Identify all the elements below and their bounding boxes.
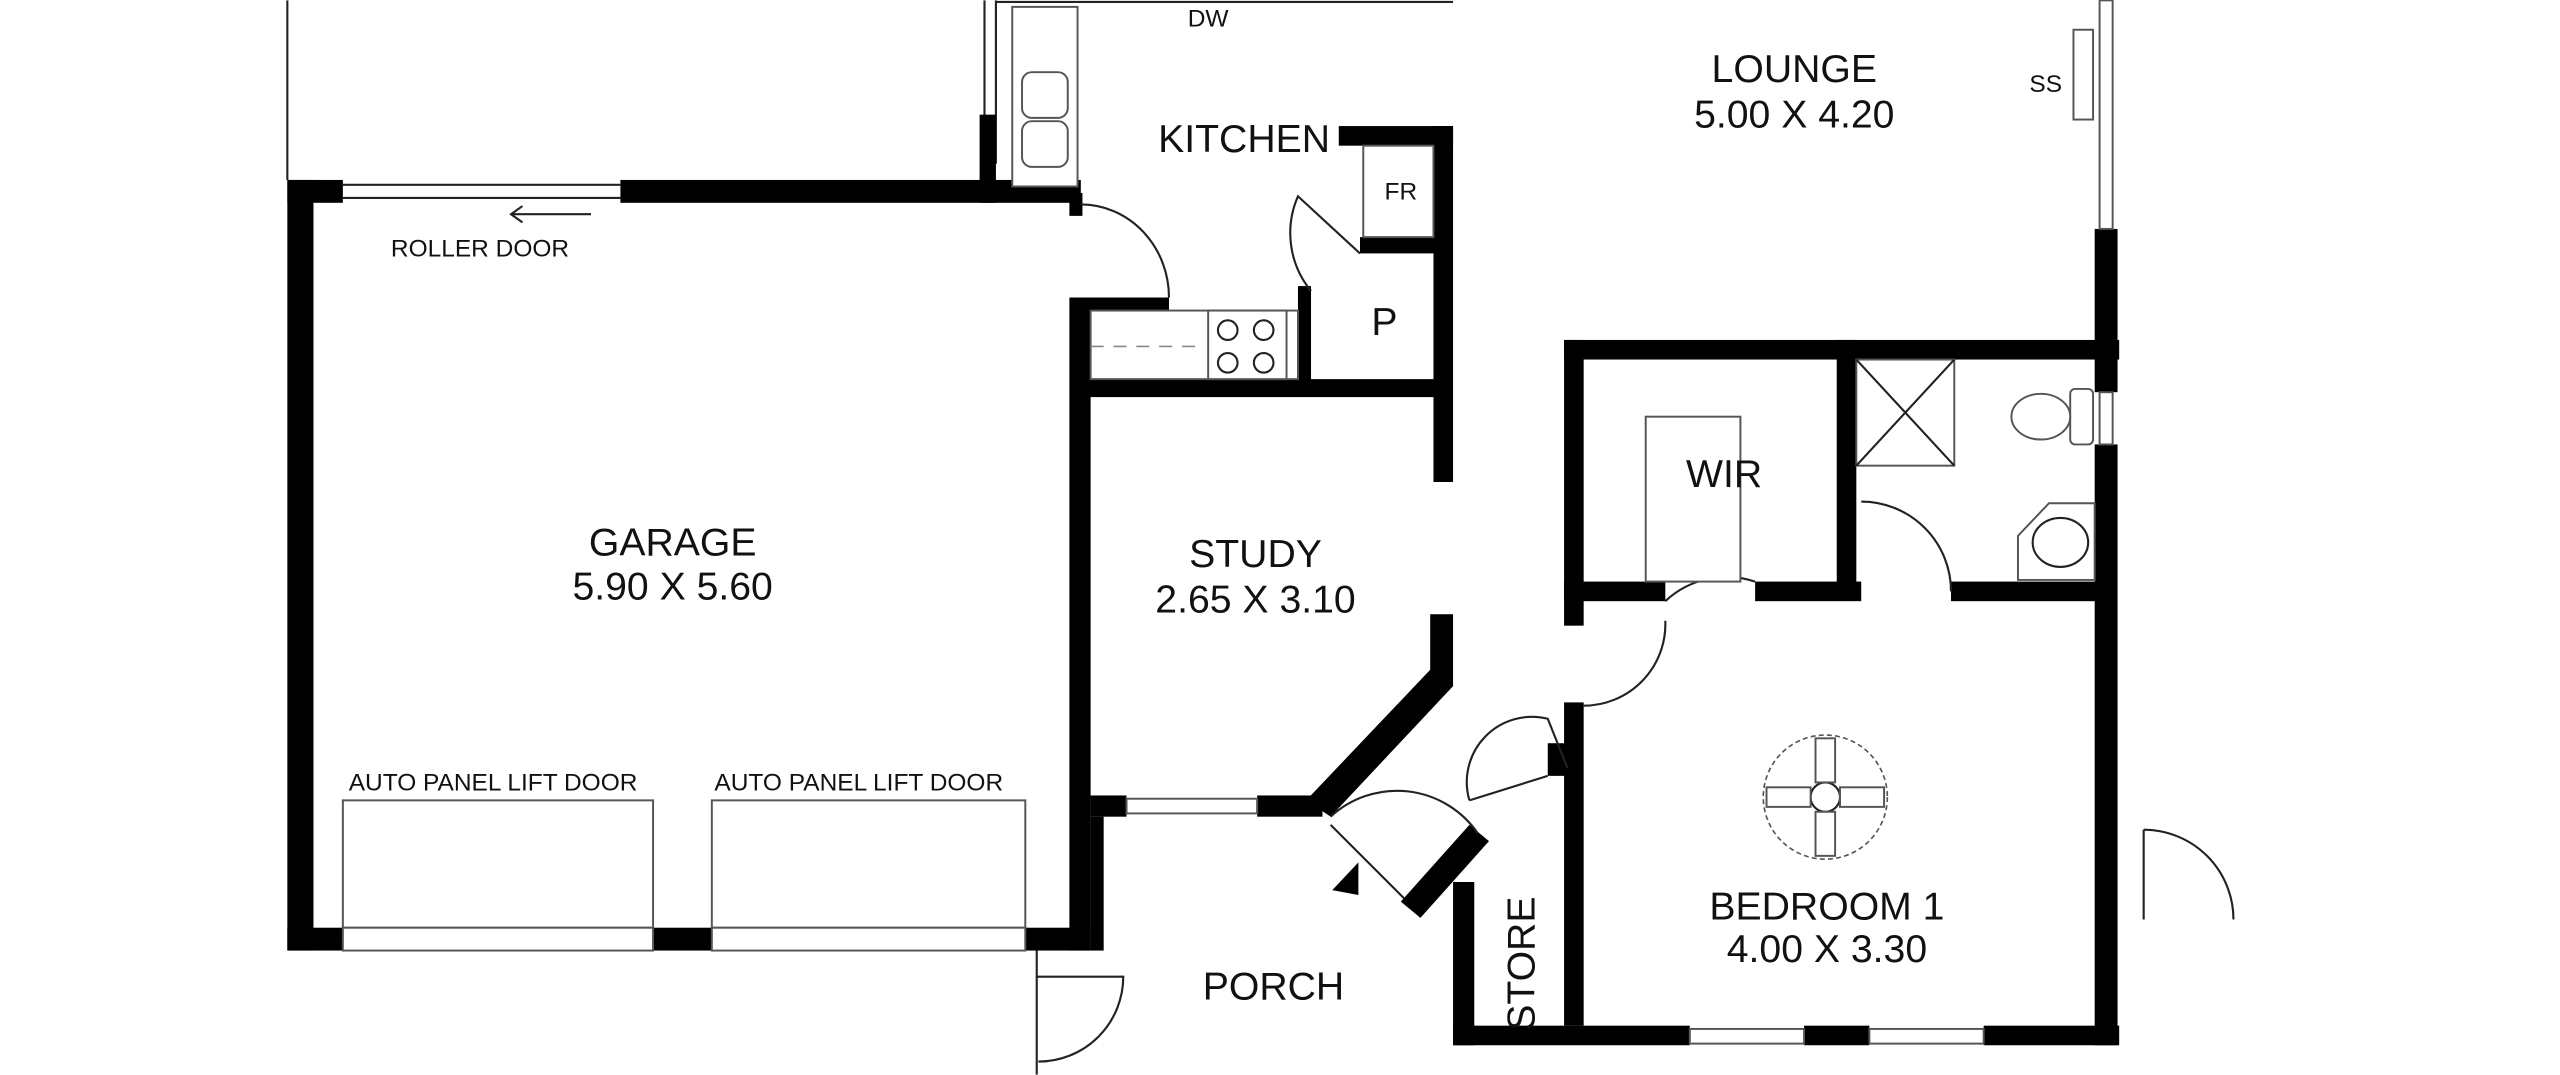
room-name-kitchen: KITCHEN <box>1158 118 1330 161</box>
fridge-space <box>1362 144 1435 239</box>
room-name-store: STORE <box>1501 897 1544 1031</box>
label-lift-door-1: AUTO PANEL LIFT DOOR <box>349 770 638 797</box>
room-size-lounge: 5.00 X 4.20 <box>1694 94 1894 137</box>
label-fridge: FR <box>1385 179 1418 206</box>
label-slow-combustion-stove: SS <box>2029 71 2062 98</box>
door-swings[interactable] <box>1035 194 2235 1075</box>
room-size-garage: 5.90 X 5.60 <box>572 566 772 609</box>
room-size-bedroom1: 4.00 X 3.30 <box>1727 928 1927 971</box>
kitchen-bench <box>1089 309 1299 381</box>
wardrobe-shelf <box>1644 415 1742 583</box>
walls <box>287 114 2120 1046</box>
label-roller-door: ROLLER DOOR <box>391 236 569 263</box>
room-name-pantry: P <box>1371 301 1397 344</box>
ceiling-fan-icon <box>1762 734 1889 860</box>
room-name-wir: WIR <box>1686 453 1762 496</box>
windows <box>1125 0 2114 1045</box>
label-lift-door-2: AUTO PANEL LIFT DOOR <box>714 770 1003 797</box>
label-dishwasher: DW <box>1188 5 1230 32</box>
garage-lift-doors[interactable] <box>341 799 1027 952</box>
room-size-study: 2.65 X 3.10 <box>1155 579 1355 622</box>
room-name-lounge: LOUNGE <box>1712 48 1877 91</box>
vanity-basin <box>2016 502 2096 581</box>
room-name-bedroom1: BEDROOM 1 <box>1709 886 1944 929</box>
kitchen-sink <box>1011 5 1079 188</box>
room-name-porch: PORCH <box>1203 966 1344 1009</box>
shower <box>1855 358 1956 467</box>
room-name-study: STUDY <box>1189 533 1322 576</box>
roller-door[interactable] <box>342 183 621 224</box>
toilet <box>2010 387 2095 446</box>
room-name-garage: GARAGE <box>589 521 757 564</box>
